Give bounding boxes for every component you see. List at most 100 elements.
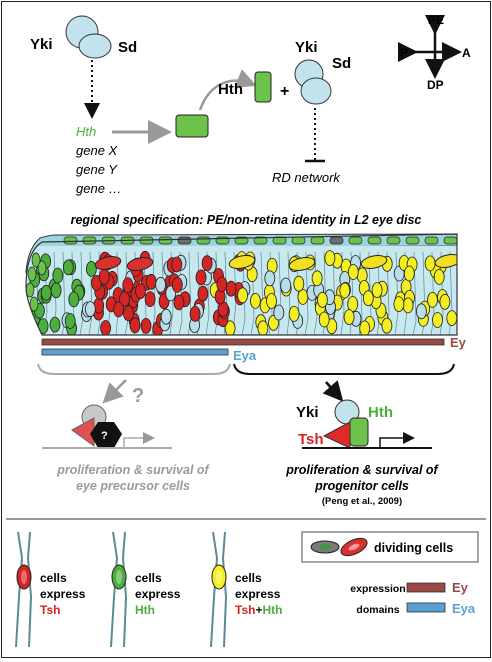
tissue-nucleus (113, 301, 124, 318)
left-outcome-line1: proliferation & survival of (56, 463, 210, 477)
peripodial-nucleus (348, 236, 363, 245)
eya-domain-label: Eya (233, 348, 257, 363)
peripodial-nucleus (443, 236, 458, 245)
left-outcome-line2: eye precursor cells (76, 479, 190, 493)
question-mark-large: ? (132, 385, 144, 407)
question-mark-small: ? (101, 430, 108, 442)
tissue-nucleus (280, 277, 292, 294)
expression-label-l1: expression (350, 583, 405, 595)
tissue-nucleus (362, 290, 374, 307)
tissue-nucleus (224, 320, 236, 335)
left-bracket (37, 363, 231, 375)
margin-nucleus (27, 266, 37, 282)
tissue-nucleus (359, 320, 371, 335)
tissue-nucleus (446, 310, 457, 327)
yki-sd-complex-right (294, 59, 332, 105)
tissue-nucleus (100, 320, 111, 335)
tissue-nucleus (403, 265, 415, 282)
peripodial-nucleus (177, 236, 192, 245)
ey-domain-bar (41, 338, 445, 346)
tissue-nucleus (347, 264, 359, 280)
peripodial-nucleus (367, 236, 382, 245)
legend-both-l2: express (235, 587, 281, 601)
tissue-nucleus (119, 291, 130, 308)
dividing-cell (94, 256, 122, 270)
tissue-nucleus (129, 317, 141, 334)
tissue-nucleus (381, 317, 393, 334)
tissue-nucleus (264, 270, 276, 287)
tissue-nucleus (62, 259, 74, 276)
peripodial-nucleus (63, 236, 78, 245)
right-outcome-line1: proliferation & survival of (285, 463, 439, 477)
tissue-nucleus (189, 305, 201, 322)
peripodial-nucleus (405, 236, 420, 245)
hth-label-bottom: Hth (368, 404, 393, 421)
legend-ey-swatch (406, 582, 446, 593)
tissue-nucleus (288, 305, 300, 322)
legend-eya-label: Eya (452, 601, 476, 616)
tissue-nucleus (237, 287, 249, 304)
dividing-cells-icon (310, 537, 368, 557)
legend-both-l1: cells (235, 571, 262, 585)
sd-label-left: Sd (118, 39, 137, 56)
ey-domain-label: Ey (450, 335, 467, 350)
tsh-yki-hth-complex-icon (302, 399, 432, 449)
margin-nucleus (37, 260, 47, 276)
rd-network-label: RD network (272, 170, 341, 185)
tissue-nucleus (318, 311, 330, 328)
dividing-cell (126, 257, 154, 271)
peripodial-nucleus (386, 236, 401, 245)
peripodial-nucleus (291, 236, 306, 245)
tissue-nucleus (339, 282, 351, 299)
hth-label-right: Hth (218, 81, 243, 98)
tissue-nucleus (122, 277, 134, 294)
peripodial-nucleus (158, 236, 173, 245)
dividing-cell (228, 255, 256, 269)
tissue-nucleus (257, 320, 269, 335)
tissue-nucleus (171, 276, 183, 293)
tissue-nucleus (371, 282, 383, 299)
tissue-nucleus (145, 273, 157, 290)
legend-hth-l2: express (135, 587, 181, 601)
compass-pe: PE (428, 13, 444, 27)
peripodial-nucleus (310, 236, 325, 245)
dividing-cells-label: dividing cells (374, 541, 453, 555)
margin-nucleus (31, 252, 41, 268)
compass-icon (398, 15, 462, 79)
legend-both-l3: Tsh+Hth (235, 603, 282, 617)
peripodial-nucleus (329, 236, 344, 245)
yki-sd-complex-left (65, 15, 112, 59)
tissue-nucleus (266, 293, 277, 309)
tissue-nucleus (311, 270, 323, 287)
tissue-nucleus (297, 288, 309, 305)
legend-ey-label: Ey (452, 580, 469, 595)
right-bracket (233, 363, 455, 375)
tissue-nucleus (439, 293, 451, 310)
legend-hth-l3: Hth (135, 603, 155, 617)
tissue-nucleus (140, 317, 152, 334)
gene-ellipsis: gene … (76, 181, 122, 196)
unknown-complex-icon (42, 404, 172, 449)
compass-dp: DP (427, 78, 444, 92)
expression-label-l2: domains (356, 604, 399, 616)
tissue-nucleus (68, 291, 80, 308)
tissue-nucleus (49, 316, 61, 333)
tissue-nucleus (316, 291, 328, 308)
tissue-nucleus (424, 255, 436, 272)
peripodial-nucleus (253, 236, 268, 245)
tissue-nucleus (155, 276, 167, 293)
hth-protein-green (175, 114, 209, 138)
dividing-cell (434, 254, 457, 268)
eye-disc-tissue (25, 233, 458, 336)
tissue-nucleus (84, 301, 96, 318)
tissue-nucleus (197, 285, 209, 302)
tissue-nucleus (201, 255, 213, 272)
legend-hth-cell-icon (110, 531, 128, 648)
tissue-nucleus (86, 260, 97, 277)
gray-curved-arrow (198, 69, 257, 111)
gene-hth: Hth (76, 124, 96, 139)
tissue-nucleus (415, 303, 427, 320)
tissue-nucleus (393, 296, 405, 313)
tissue-nucleus (343, 309, 355, 326)
